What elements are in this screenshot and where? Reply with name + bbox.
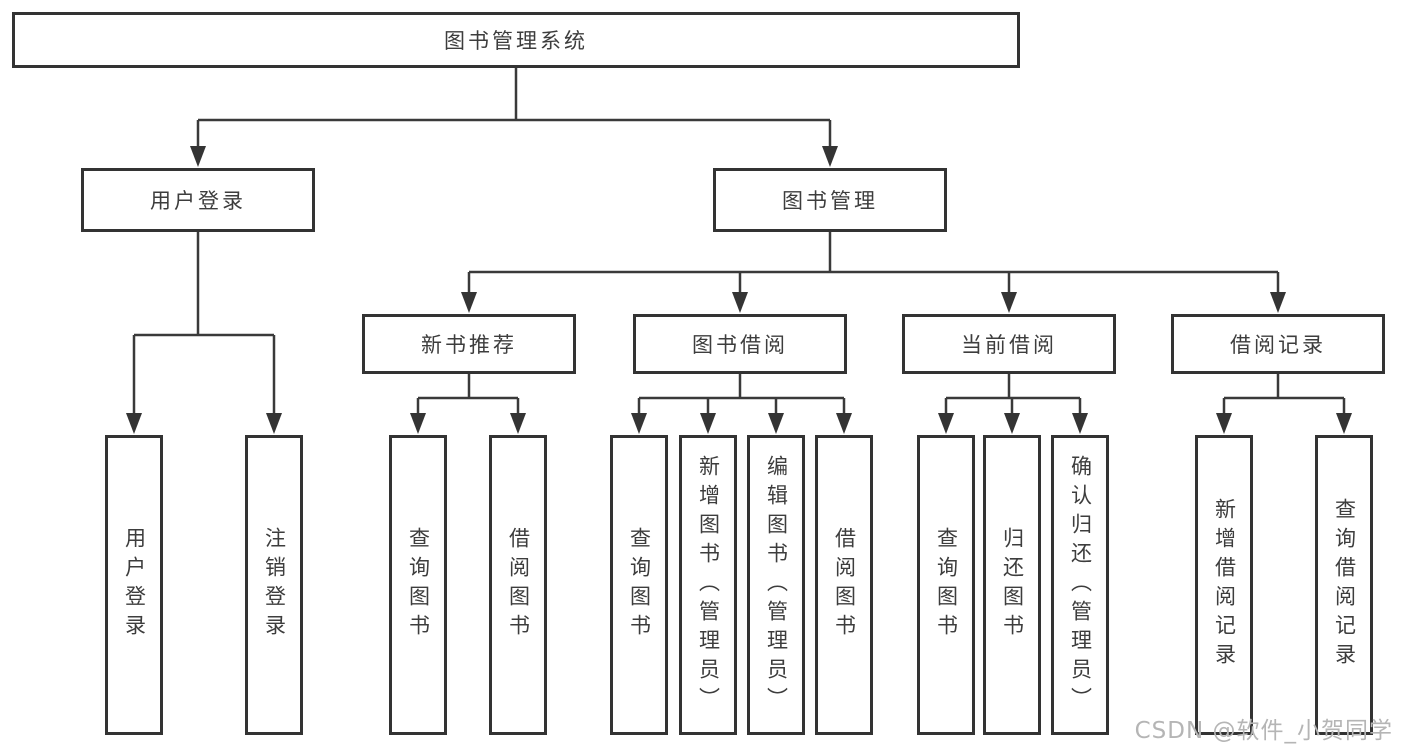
leaf-user-login: 用户登录 [105, 435, 163, 735]
node-label: 新书推荐 [421, 333, 517, 357]
leaf-query-borrow-record: 查询借阅记录 [1315, 435, 1373, 735]
leaf-query-books-recommend: 查询图书 [389, 435, 447, 735]
node-current-borrowing: 当前借阅 [902, 314, 1116, 374]
arrowheads [126, 146, 1352, 434]
node-label: 用户登录 [122, 527, 147, 643]
node-label: 用户登录 [150, 189, 246, 213]
leaf-add-borrow-record: 新增借阅记录 [1195, 435, 1253, 735]
node-label: 查询图书 [627, 527, 652, 643]
tree-edges [132, 68, 1346, 418]
watermark: CSDN @软件_小贺同学 [1134, 718, 1393, 744]
node-book-management: 图书管理 [713, 168, 947, 232]
node-label: 查询图书 [934, 527, 959, 643]
node-label: 查询图书 [406, 527, 431, 643]
node-root-library-management-system: 图书管理系统 [12, 12, 1020, 68]
leaf-return-books: 归还图书 [983, 435, 1041, 735]
node-label: 图书管理系统 [444, 29, 588, 53]
node-label: 借阅图书 [832, 527, 857, 643]
node-label: 确认归还（管理员） [1068, 454, 1093, 716]
node-new-book-recommendation: 新书推荐 [362, 314, 576, 374]
node-book-borrowing: 图书借阅 [633, 314, 847, 374]
node-label: 新增图书（管理员） [696, 454, 721, 716]
node-label: 查询借阅记录 [1332, 498, 1357, 672]
node-label: 注销登录 [262, 527, 287, 643]
leaf-add-books-admin: 新增图书（管理员） [679, 435, 737, 735]
leaf-query-books-borrowing: 查询图书 [610, 435, 668, 735]
node-label: 图书借阅 [692, 333, 788, 357]
node-user-login: 用户登录 [81, 168, 315, 232]
leaf-query-books-current: 查询图书 [917, 435, 975, 735]
node-label: 新增借阅记录 [1212, 498, 1237, 672]
leaf-borrow-books-borrowing: 借阅图书 [815, 435, 873, 735]
leaf-borrow-books-recommend: 借阅图书 [489, 435, 547, 735]
node-label: 当前借阅 [961, 333, 1057, 357]
leaf-edit-books-admin: 编辑图书（管理员） [747, 435, 805, 735]
node-label: 借阅图书 [506, 527, 531, 643]
node-label: 借阅记录 [1230, 333, 1326, 357]
node-label: 归还图书 [1000, 527, 1025, 643]
leaf-logout: 注销登录 [245, 435, 303, 735]
node-label: 编辑图书（管理员） [764, 454, 789, 716]
leaf-confirm-return-admin: 确认归还（管理员） [1051, 435, 1109, 735]
node-label: 图书管理 [782, 189, 878, 213]
node-borrowing-records: 借阅记录 [1171, 314, 1385, 374]
